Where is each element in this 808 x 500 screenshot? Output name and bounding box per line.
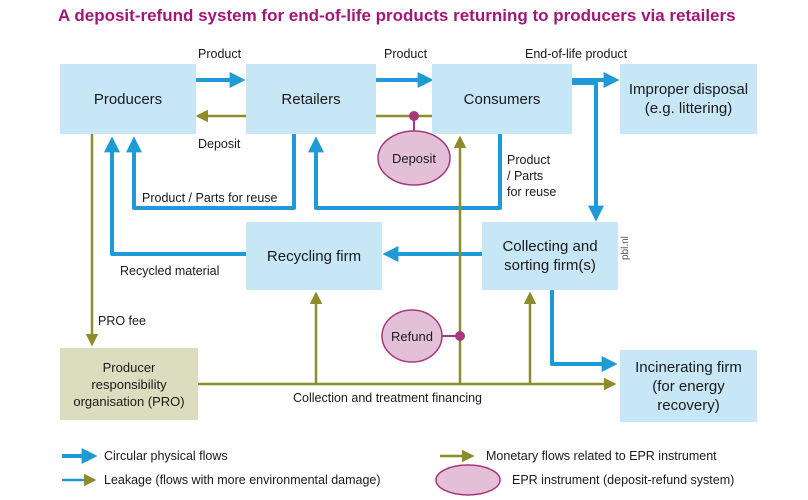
refund-instrument-label: Refund [391, 328, 433, 344]
label-pro-fee: PRO fee [98, 314, 146, 328]
label-product-parts-reuse-1: Product / Parts for reuse [142, 191, 278, 205]
recycling-firm-label: Recycling firm [266, 247, 362, 265]
flow-consumers-to-collecting [572, 81, 604, 222]
retailers-label: Retailers [281, 90, 341, 108]
collecting-sorting-box: Collecting and sorting firm(s) [482, 222, 618, 290]
producers-label: Producers [93, 90, 163, 108]
flow-retailers-to-producers-reuse [126, 134, 296, 210]
legend-monetary-text: Monetary flows related to EPR instrument [486, 449, 717, 463]
legend-epr-symbol [435, 464, 501, 496]
refund-ellipse [381, 309, 443, 363]
incinerating-label: Incinerating firm (for energy recovery) [635, 358, 742, 414]
legend-epr-text: EPR instrument (deposit-refund system) [512, 473, 735, 487]
consumers-label: Consumers [463, 90, 541, 108]
legend-circular-text: Circular physical flows [104, 449, 228, 463]
recycling-firm-box: Recycling firm [246, 222, 382, 290]
label-recycled-material: Recycled material [120, 264, 220, 278]
deposit-dot [409, 111, 419, 121]
label-product-1: Product [198, 47, 242, 61]
flow-collecting-to-incinerating [550, 290, 618, 372]
label-end-of-life: End-of-life product [525, 47, 628, 61]
diagram-title: A deposit-refund system for end-of-life … [58, 6, 736, 25]
producers-box: Producers [60, 64, 196, 134]
deposit-instrument: Deposit [378, 131, 450, 185]
legend-leakage-text: Leakage (flows with more environmental d… [104, 473, 381, 487]
source-credit: pbl.nl [620, 236, 631, 260]
consumers-box: Consumers [432, 64, 572, 134]
retailers-box: Retailers [246, 64, 376, 134]
label-collection-financing: Collection and treatment financing [293, 391, 483, 405]
label-product-2: Product [384, 47, 428, 61]
flow-recycling-to-producers [104, 136, 246, 256]
collecting-sorting-label: Collecting and sorting firm(s) [502, 238, 598, 274]
pro-label: Producer responsibility organisation (PR… [73, 359, 185, 409]
deposit-instrument-label: Deposit [391, 150, 437, 166]
improper-disposal-label: Improper disposal (e.g. littering) [628, 81, 749, 117]
pro-box: Producer responsibility organisation (PR… [60, 348, 198, 420]
label-product-parts-reuse-2: Product / Parts for reuse [507, 153, 557, 199]
incinerating-box: Incinerating firm (for energy recovery) [620, 350, 757, 422]
improper-disposal-box: Improper disposal (e.g. littering) [620, 64, 757, 134]
deposit-ellipse [377, 130, 451, 186]
flow-consumers-to-retailers-reuse [308, 134, 502, 210]
refund-dot [455, 331, 465, 341]
label-deposit: Deposit [198, 137, 241, 151]
refund-instrument: Refund [382, 310, 442, 362]
